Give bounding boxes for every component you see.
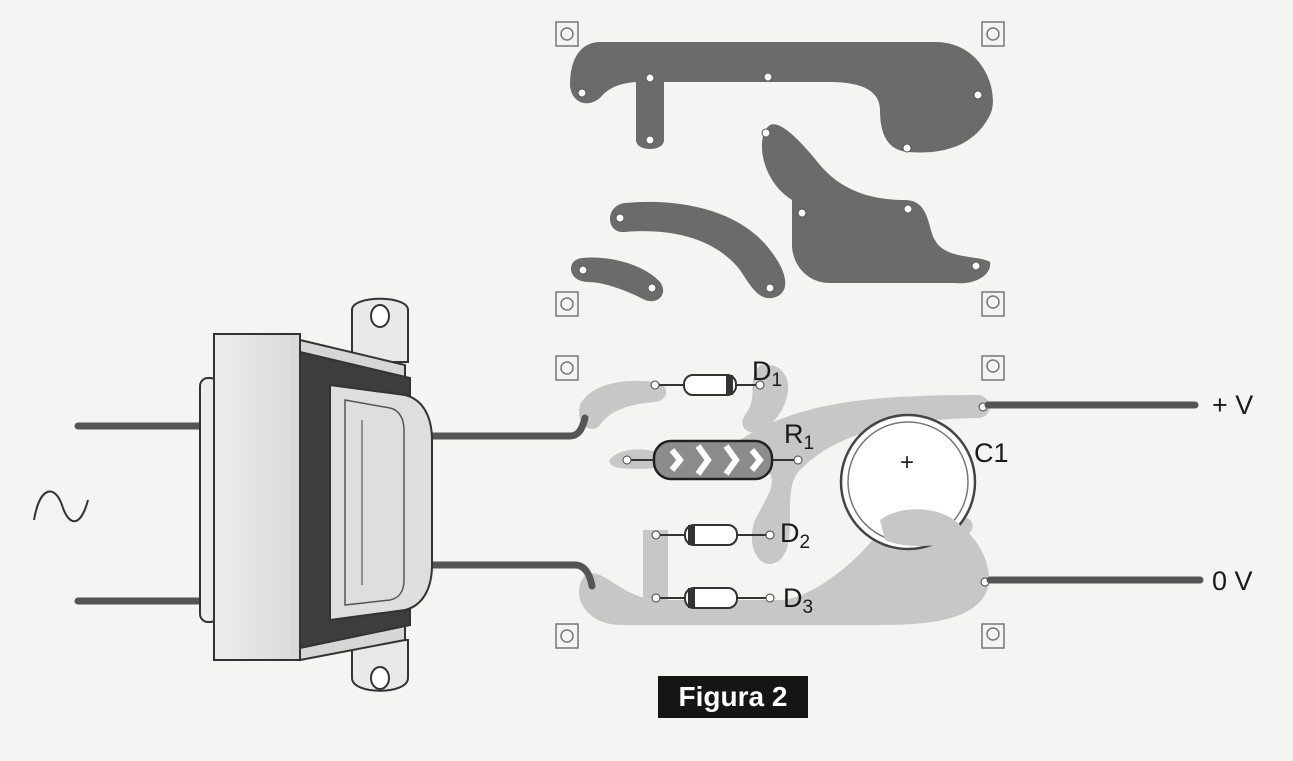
label-d3-main: D xyxy=(783,583,803,613)
wires xyxy=(74,401,1204,605)
label-d1-sub: 1 xyxy=(771,370,783,391)
copper-tracks xyxy=(570,42,993,302)
ac-sine-symbol xyxy=(33,490,89,523)
label-d2-main: D xyxy=(780,518,800,548)
label-d2-sub: 2 xyxy=(799,532,811,553)
transformer xyxy=(199,297,433,692)
copper-track-top xyxy=(570,42,993,153)
capacitor-c1: + xyxy=(839,413,977,551)
copper-track-arc xyxy=(610,201,786,299)
corner-hole xyxy=(555,21,1005,317)
label-d1-main: D xyxy=(752,356,772,386)
label-zero-v: 0 V xyxy=(1212,566,1253,596)
label-d2: D2 xyxy=(780,518,811,553)
diode-d3 xyxy=(651,587,775,609)
corner-hole xyxy=(555,355,1005,649)
label-r1-main: R xyxy=(784,419,804,449)
diode-d1 xyxy=(650,374,765,396)
label-r1: R1 xyxy=(784,419,815,454)
resistor-r1 xyxy=(622,439,803,481)
copper-track-right xyxy=(761,124,991,284)
secondary-wire-top xyxy=(428,414,589,440)
label-d1: D1 xyxy=(752,356,783,391)
label-d3-sub: 3 xyxy=(802,597,814,618)
label-r1-sub: 1 xyxy=(803,433,815,454)
pcb-component-layout: + xyxy=(555,355,1005,649)
label-plus-v: + V xyxy=(1212,390,1254,420)
capacitor-plus-sign: + xyxy=(900,449,914,476)
copper-track-vertical xyxy=(636,69,664,149)
copper-track-small-arc xyxy=(570,257,664,302)
label-d3: D3 xyxy=(783,583,814,618)
figure-caption: Figura 2 xyxy=(658,676,808,718)
secondary-wire-bottom xyxy=(428,561,596,590)
pcb-copper-layout xyxy=(555,21,1005,317)
solder-hole xyxy=(577,72,983,293)
label-c1: C1 xyxy=(974,438,1009,468)
diode-d2 xyxy=(651,524,775,546)
